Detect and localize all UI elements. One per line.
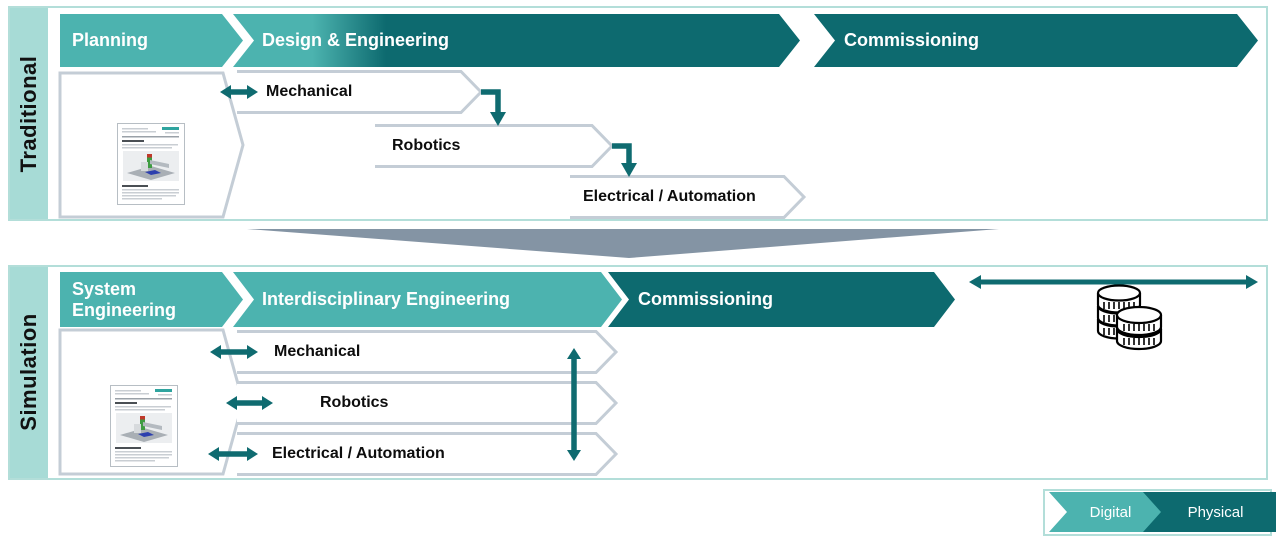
robotics-to-electrical-arrow-icon	[612, 143, 637, 177]
interdisciplinary-sync-arrow-icon	[567, 348, 581, 461]
phase-planning: Planning	[60, 14, 243, 67]
traditional-side-label: Traditional	[16, 55, 41, 173]
commissioning-span-arrow-icon	[969, 275, 1258, 289]
phase-system-engineering: System Engineering	[60, 272, 243, 327]
phase-system-engineering-label: System Engineering	[72, 278, 177, 320]
phase-planning-label: Planning	[72, 30, 148, 51]
funnel-arrow	[247, 229, 999, 258]
traditional-electrical-bar	[570, 175, 807, 219]
simulation-robotics-label: Robotics	[320, 394, 389, 411]
planning-mechanical-sync-arrow-icon	[220, 85, 258, 99]
simulation-electrical-bar	[237, 432, 619, 476]
simulation-side-strip	[10, 267, 48, 478]
phase-commissioning-traditional: Commissioning	[814, 14, 1258, 67]
simulation-robotics-bar	[237, 381, 619, 425]
phase-design-engineering-label: Design & Engineering	[262, 30, 450, 51]
phase-interdisciplinary-engineering: Interdisciplinary Engineering	[233, 272, 622, 327]
phase-design-engineering: Design & Engineering	[233, 14, 800, 67]
phase-interdisciplinary-engineering-label: Interdisciplinary Engineering	[262, 289, 511, 310]
legend-physical-label: Physical	[1187, 503, 1244, 521]
electrical-sync-arrow-icon	[208, 447, 258, 461]
coins-icon	[1096, 284, 1163, 351]
simulation-side-label: Simulation	[16, 313, 41, 431]
simulation-flow-lines	[58, 275, 1258, 476]
document-thumbnail	[110, 385, 178, 467]
phase-commissioning-simulation: Commissioning	[608, 272, 955, 327]
legend-physical-chevron: Physical	[1143, 492, 1276, 532]
traditional-mechanical-label: Mechanical	[266, 83, 353, 100]
simulation-mechanical-label: Mechanical	[274, 343, 361, 360]
traditional-robotics-label: Robotics	[392, 137, 461, 154]
traditional-flow-lines	[58, 70, 807, 219]
traditional-side-strip	[10, 8, 48, 219]
traditional-electrical-label: Electrical / Automation	[583, 188, 756, 205]
mechanical-sync-arrow-icon	[210, 345, 258, 359]
legend-digital-chevron: Digital	[1049, 492, 1166, 532]
legend-digital-label: Digital	[1089, 503, 1132, 521]
robotics-sync-arrow-icon	[226, 396, 273, 410]
simulation-electrical-label: Electrical / Automation	[272, 445, 445, 462]
mechanical-to-robotics-arrow-icon	[481, 89, 506, 126]
phase-commissioning-simulation-label: Commissioning	[638, 289, 774, 310]
phase-commissioning-label: Commissioning	[844, 30, 980, 51]
document-thumbnail	[117, 123, 185, 205]
simulation-mechanical-bar	[237, 330, 619, 374]
